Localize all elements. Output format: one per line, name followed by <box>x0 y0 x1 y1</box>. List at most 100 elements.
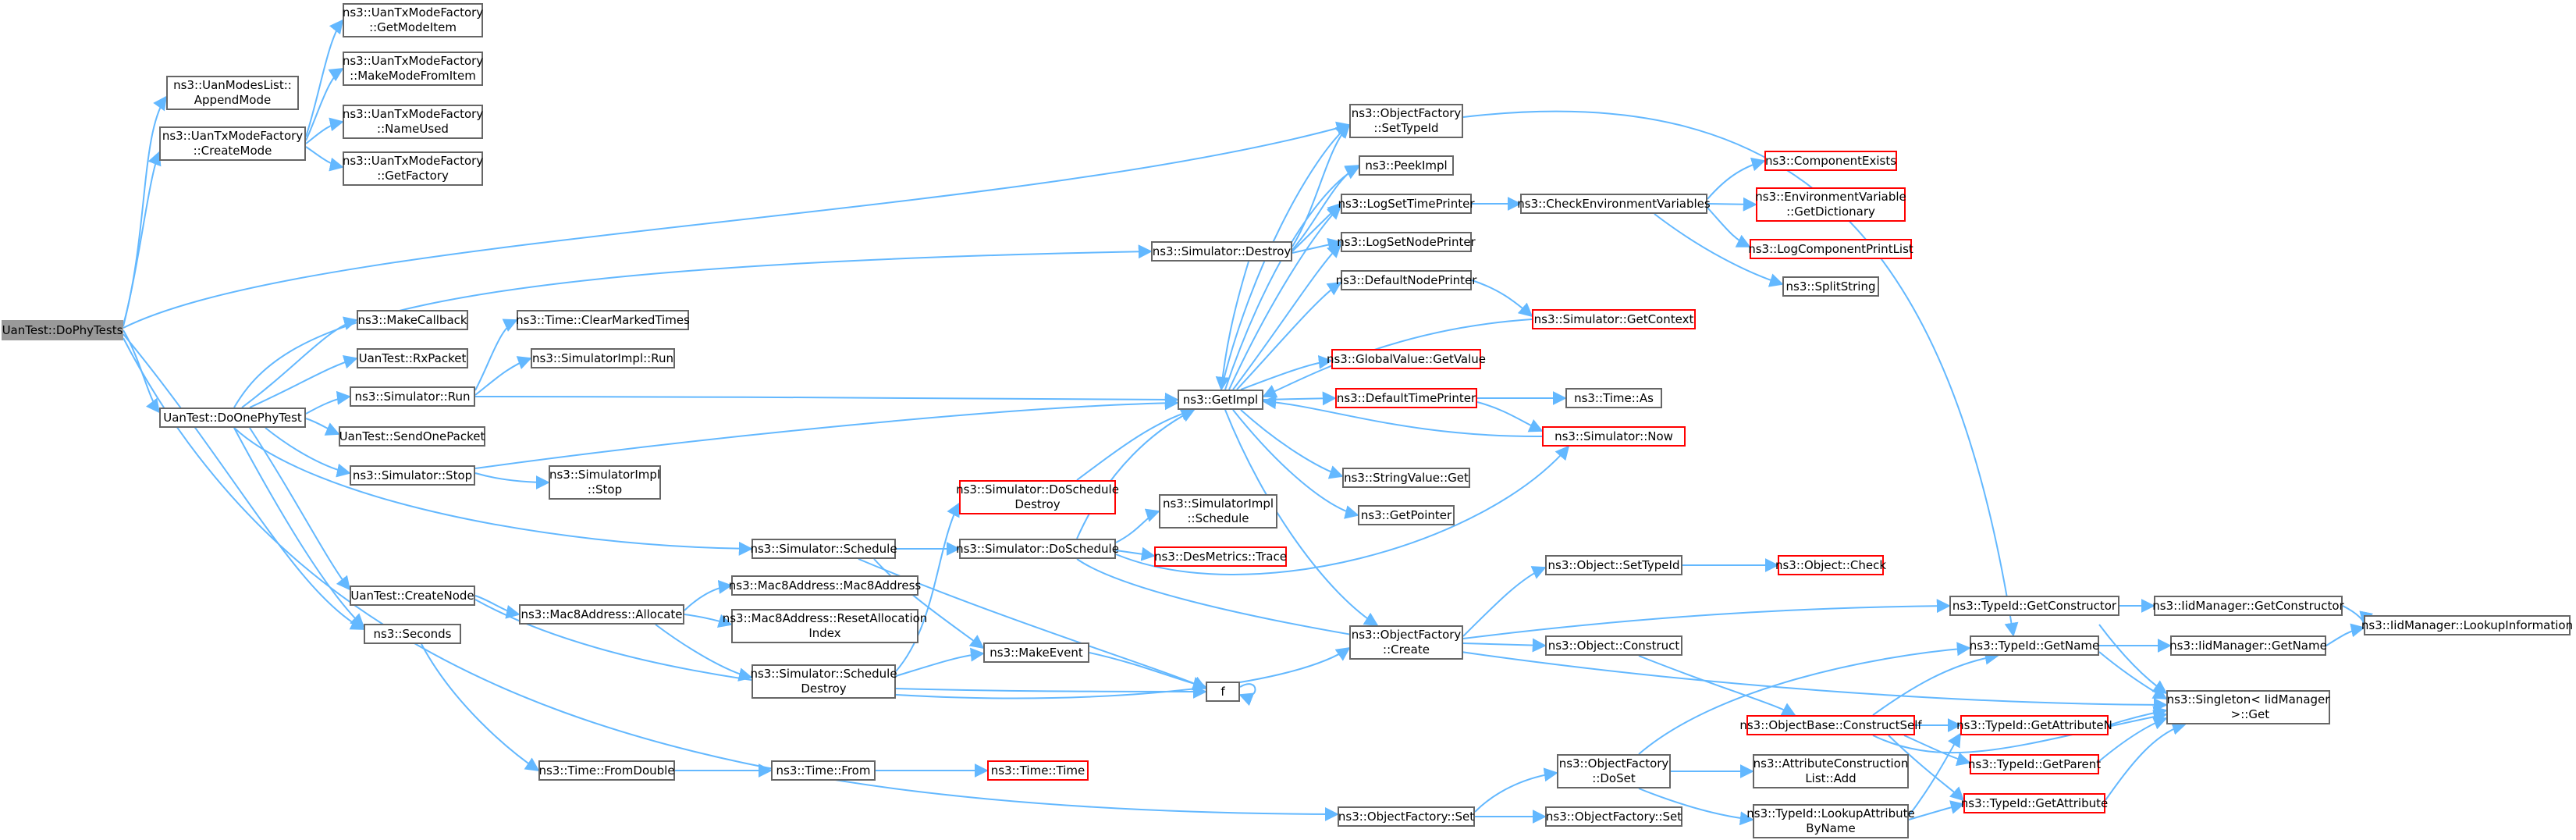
node-logsetnodeprinter[interactable]: ns3::LogSetNodePrinter <box>1337 232 1476 252</box>
node-iidmanager-lookupinformation[interactable]: ns3::IidManager::LookupInformation <box>2361 615 2573 635</box>
node-simulator-run[interactable]: ns3::Simulator::Run <box>350 386 475 407</box>
node-simulator-doschedule[interactable]: ns3::Simulator::DoSchedule <box>956 539 1119 559</box>
node-peekimpl[interactable]: ns3::PeekImpl <box>1359 155 1454 176</box>
node-uantxmodefactory-getmodeitem[interactable]: ns3::UanTxModeFactory ::GetModeItem <box>343 3 483 37</box>
call-edge <box>1240 354 1333 390</box>
call-edge <box>2105 721 2187 801</box>
node-singleton-get[interactable]: ns3::Singleton< IidManager >::Get <box>2166 690 2330 724</box>
call-edge <box>305 146 344 172</box>
node-object-construct[interactable]: ns3::Object::Construct <box>1545 635 1682 656</box>
call-edge <box>1076 407 1196 481</box>
node-desmetrics-trace[interactable]: ns3::DesMetrics::Trace <box>1154 546 1287 567</box>
node-uantest-sendonepacket[interactable]: UanTest::SendOnePacket <box>339 426 485 447</box>
call-edge <box>1707 157 1766 200</box>
node-makecallback[interactable]: ns3::MakeCallback <box>357 310 468 330</box>
call-edge <box>305 19 344 137</box>
node-typeid-getattributen[interactable]: ns3::TypeId::GetAttributeN <box>1956 715 2112 735</box>
node-iidmanager-getname[interactable]: ns3::IidManager::GetName <box>2169 635 2327 656</box>
node-typeid-getattribute[interactable]: ns3::TypeId::GetAttribute <box>1961 793 2108 813</box>
call-edge <box>1076 558 2168 712</box>
node-time-fromdouble[interactable]: ns3::Time::FromDouble <box>538 760 675 781</box>
node-getpointer[interactable]: ns3::GetPointer <box>1358 505 1455 525</box>
node-mac8address-ctor[interactable]: ns3::Mac8Address::Mac8Address <box>729 575 921 596</box>
call-edge <box>1262 395 1543 438</box>
node-simulator-now[interactable]: ns3::Simulator::Now <box>1542 426 1686 447</box>
node-objectbase-constructself[interactable]: ns3::ObjectBase::ConstructSelf <box>1739 715 1922 735</box>
call-edge <box>1238 683 1256 707</box>
node-simulator-getcontext[interactable]: ns3::Simulator::GetContext <box>1532 309 1696 329</box>
node-objectfactory-set-a[interactable]: ns3::ObjectFactory::Set <box>1338 806 1475 827</box>
call-edge <box>1232 409 1359 519</box>
node-attributeconstructionlist-add[interactable]: ns3::AttributeConstruction List::Add <box>1753 754 1909 788</box>
node-time-time[interactable]: ns3::Time::Time <box>987 760 1089 781</box>
call-edge <box>1236 282 1342 390</box>
node-globalvalue-getvalue[interactable]: ns3::GlobalValue::GetValue <box>1327 349 1486 369</box>
node-componentexists[interactable]: ns3::ComponentExists <box>1764 151 1897 171</box>
node-simulator-schedule[interactable]: ns3::Simulator::Schedule <box>750 539 897 559</box>
node-object-check[interactable]: ns3::Object::Check <box>1775 555 1886 575</box>
call-edge <box>1707 197 1757 212</box>
call-edge <box>233 427 753 556</box>
node-time-clearmarkedtimes[interactable]: ns3::Time::ClearMarkedTimes <box>516 310 690 330</box>
node-objectfactory-settypeid[interactable]: ns3::ObjectFactory ::SetTypeId <box>1349 104 1463 138</box>
node-makeevent[interactable]: ns3::MakeEvent <box>983 642 1089 663</box>
node-simulator-destroy[interactable]: ns3::Simulator::Destroy <box>1151 241 1292 262</box>
call-edge <box>655 624 753 682</box>
node-iidmanager-getconstructor[interactable]: ns3::IidManager::GetConstructor <box>2152 596 2344 616</box>
node-uantest-createnode[interactable]: UanTest::CreateNode <box>350 586 475 606</box>
call-edge <box>305 68 344 141</box>
call-edge <box>1888 735 1965 802</box>
call-edge <box>474 472 550 489</box>
call-edge <box>249 354 358 408</box>
node-seconds[interactable]: ns3::Seconds <box>364 624 461 644</box>
node-uantxmodefactory-makemodefromitem[interactable]: ns3::UanTxModeFactory ::MakeModeFromItem <box>343 52 483 86</box>
node-simulator-scheduledestroy[interactable]: ns3::Simulator::Schedule Destroy <box>750 664 897 699</box>
node-simulator-stop[interactable]: ns3::Simulator::Stop <box>350 465 475 486</box>
node-simulator-doscheduledestroy[interactable]: ns3::Simulator::DoSchedule Destroy <box>956 480 1119 514</box>
node-objectfactory-doset[interactable]: ns3::ObjectFactory ::DoSet <box>1557 754 1671 788</box>
node-getimpl[interactable]: ns3::GetImpl <box>1178 390 1263 410</box>
node-time-from[interactable]: ns3::Time::From <box>771 760 876 781</box>
node-simulatorimpl-schedule[interactable]: ns3::SimulatorImpl ::Schedule <box>1159 494 1277 529</box>
node-logsettimeprinter[interactable]: ns3::LogSetTimePrinter <box>1338 194 1475 214</box>
node-time-as[interactable]: ns3::Time::As <box>1565 388 1662 408</box>
node-uantxmodefactory-nameused[interactable]: ns3::UanTxModeFactory ::NameUsed <box>343 105 483 139</box>
node-logcomponentprintlist[interactable]: ns3::LogComponentPrintList <box>1748 239 1913 259</box>
node-f[interactable]: f <box>1206 682 1240 702</box>
node-object-settypeid[interactable]: ns3::Object::SetTypeId <box>1545 555 1682 575</box>
node-typeid-lookupattributebyname[interactable]: ns3::TypeId::LookupAttribute ByName <box>1746 804 1915 838</box>
node-environmentvariable-getdictionary[interactable]: ns3::EnvironmentVariable ::GetDictionary <box>1755 187 1906 222</box>
call-edge <box>1240 409 1344 479</box>
call-edge <box>1638 655 1796 716</box>
call-edge <box>1638 642 1971 755</box>
node-uantxmodefactory-createmode[interactable]: ns3::UanTxModeFactory ::CreateMode <box>159 126 306 161</box>
node-checkenvironmentvariables[interactable]: ns3::CheckEnvironmentVariables <box>1517 194 1711 214</box>
call-edge <box>265 427 351 478</box>
node-stringvalue-get[interactable]: ns3::StringValue::Get <box>1342 468 1470 488</box>
node-typeid-getparent[interactable]: ns3::TypeId::GetParent <box>1968 754 2101 774</box>
call-edge <box>684 614 733 628</box>
node-mac8address-resetallocationindex[interactable]: ns3::Mac8Address::ResetAllocation Index <box>723 609 927 643</box>
call-edge <box>123 151 162 327</box>
node-mac8address-allocate[interactable]: ns3::Mac8Address::Allocate <box>519 604 684 625</box>
node-uantest-rxpacket[interactable]: UanTest::RxPacket <box>357 348 468 368</box>
node-splitstring[interactable]: ns3::SplitString <box>1782 276 1879 297</box>
call-edge <box>1462 599 1951 639</box>
call-edge <box>1638 788 1754 826</box>
node-uantxmodefactory-getfactory[interactable]: ns3::UanTxModeFactory ::GetFactory <box>343 151 483 186</box>
node-typeid-getname[interactable]: ns3::TypeId::GetName <box>1970 635 2099 656</box>
node-simulatorimpl-run[interactable]: ns3::SimulatorImpl::Run <box>531 348 675 368</box>
node-objectfactory-create[interactable]: ns3::ObjectFactory ::Create <box>1349 625 1463 660</box>
call-edge <box>474 356 532 396</box>
node-objectfactory-set-b[interactable]: ns3::ObjectFactory::Set <box>1545 806 1682 827</box>
call-edge <box>1115 508 1160 543</box>
node-simulatorimpl-stop[interactable]: ns3::SimulatorImpl ::Stop <box>549 465 661 500</box>
node-uantest-doonephytest[interactable]: UanTest::DoOnePhyTest <box>159 408 306 428</box>
node-defaulttimeprinter[interactable]: ns3::DefaultTimePrinter <box>1335 388 1477 408</box>
call-edge <box>2326 623 2365 646</box>
call-edge <box>305 418 340 436</box>
node-defaultnodeprinter[interactable]: ns3::DefaultNodePrinter <box>1336 270 1476 290</box>
call-edge <box>1908 732 1961 817</box>
node-uanmodeslist-appendmode[interactable]: ns3::UanModesList:: AppendMode <box>166 76 299 110</box>
node-typeid-getconstructor[interactable]: ns3::TypeId::GetConstructor <box>1949 596 2119 616</box>
